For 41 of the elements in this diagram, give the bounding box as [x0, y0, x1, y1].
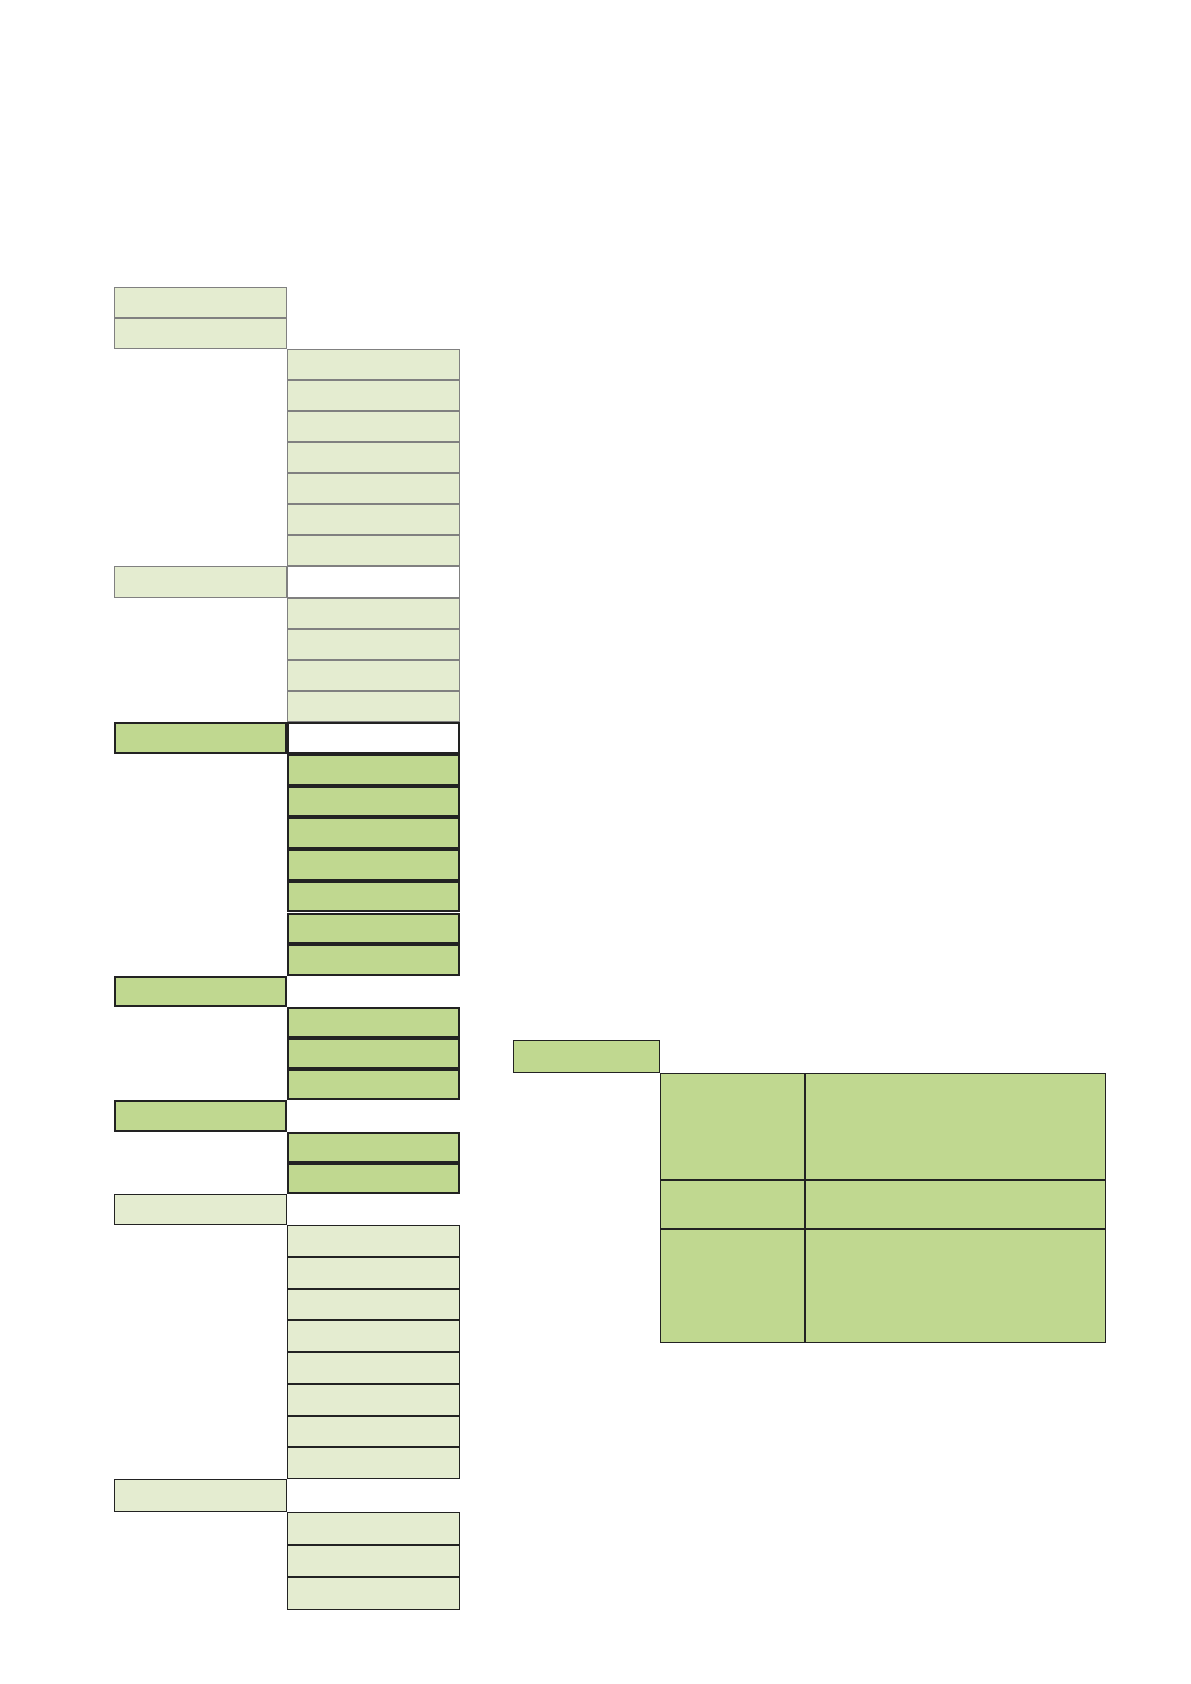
empty-cell	[287, 944, 460, 976]
empty-cell	[287, 1447, 460, 1479]
empty-cell	[287, 535, 460, 566]
empty-cell	[114, 318, 287, 349]
empty-cell	[287, 380, 460, 411]
empty-cell	[287, 1288, 460, 1321]
empty-cell	[287, 1577, 460, 1611]
empty-cell	[287, 817, 460, 850]
empty-cell	[287, 1256, 460, 1289]
empty-cell	[287, 660, 460, 691]
empty-cell	[287, 411, 460, 442]
empty-cell	[287, 1007, 460, 1038]
empty-cell	[287, 754, 460, 786]
empty-cell	[114, 1479, 287, 1512]
empty-cell	[287, 1132, 460, 1163]
empty-cell	[287, 473, 460, 504]
empty-cell	[513, 1040, 660, 1073]
empty-cell	[287, 1163, 460, 1194]
empty-cell	[287, 1069, 460, 1100]
empty-cell	[287, 912, 460, 945]
empty-cell	[287, 1512, 460, 1545]
empty-cell	[114, 1194, 287, 1225]
empty-cell	[287, 598, 460, 629]
empty-cell	[287, 785, 460, 818]
empty-cell	[287, 349, 460, 380]
empty-cell	[287, 1544, 460, 1578]
empty-cell	[114, 1100, 287, 1132]
empty-cell	[287, 629, 460, 660]
empty-cell	[287, 1383, 460, 1416]
empty-cell	[287, 442, 460, 473]
empty-cell	[287, 1352, 460, 1384]
empty-cell	[287, 1225, 460, 1257]
empty-cell	[114, 287, 287, 318]
empty-cell	[287, 1320, 460, 1352]
empty-cell	[287, 691, 460, 722]
empty-cell	[287, 504, 460, 535]
empty-cell	[287, 1038, 460, 1069]
empty-cell	[287, 849, 460, 881]
empty-cell	[114, 976, 287, 1007]
empty-cell	[287, 1415, 460, 1448]
empty-cell	[287, 880, 460, 913]
